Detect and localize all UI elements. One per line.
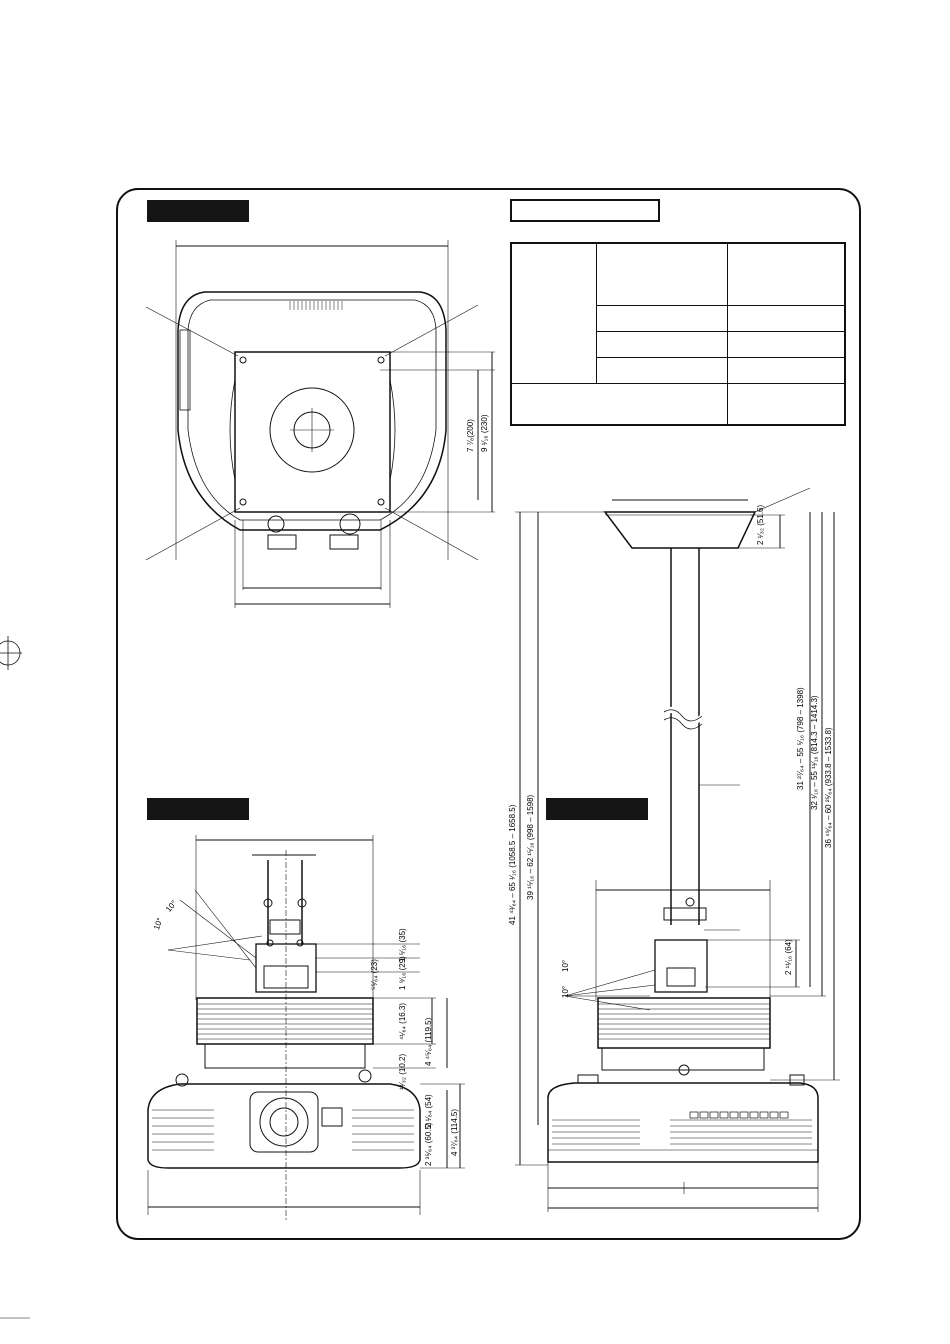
spec-cell: [596, 356, 728, 384]
front-view-drawing: [147, 835, 465, 1220]
dim-front-d5: 4 ⁴⁵⁄₆₄ (119.5): [424, 1017, 433, 1066]
dim-top-height-inner: 7 ⁷⁄₈(200): [466, 419, 475, 452]
dim-range-3: 36 ⁴⁹⁄₆₄ – 60 ²⁵⁄₆₄ (933.8 – 1533.8): [824, 727, 833, 848]
page-frame: [116, 188, 861, 1240]
dim-front-d8: 2 ³⁵⁄₆₄ (60.5): [424, 1122, 433, 1166]
spec-table: [510, 242, 846, 426]
dim-total-2: 39 ¹⁵⁄₁₆ – 62 ¹⁵⁄₁₆ (998 – 1598): [526, 794, 535, 900]
dim-range-2: 32 ¹⁄₁₆ – 55 ¹¹⁄₁₆ (814.3 – 1414.3): [810, 695, 819, 810]
dim-front-d9: 4 ³⁷⁄₆₄ (114.5): [450, 1108, 459, 1156]
dim-front-d6: ¹³⁄₃₂ (10.2): [398, 1053, 407, 1090]
dim-top-height-outer: 9 ¹⁄₁₆ (230): [480, 414, 489, 453]
front-view-label: [147, 798, 249, 820]
dim-range-1: 31 ²⁷⁄₆₄ – 55 ⁵⁄₁₆ (798 – 1398): [796, 687, 805, 790]
dim-total-1: 41 ⁴³⁄₆₄ – 65 ¹⁄₁₆ (1058.5 – 1658.5): [508, 804, 517, 925]
spec-cell: [727, 330, 846, 358]
side-view-label: [546, 798, 648, 820]
registration-mark: [0, 636, 22, 670]
dim-plate-depth: 2 ¹⁄₃₂ (51.6): [756, 504, 765, 545]
dim-side-tilt-a: 10°: [561, 959, 570, 972]
spec-cell: [510, 382, 728, 426]
dim-front-d2: 1 ⁹⁄₁₆ (29): [398, 956, 407, 990]
side-view-drawing: [515, 487, 840, 1212]
dim-side-tilt-b: 10°: [561, 985, 570, 998]
dim-front-d3: ⁵⁵⁄₆₄ (23): [370, 959, 379, 990]
spec-cell: [596, 242, 728, 306]
top-view-drawing: [145, 240, 495, 608]
spec-cell: [727, 356, 846, 384]
dim-bracket: 2 ¹¹⁄₁₆ (64): [784, 939, 793, 975]
dim-front-d4: ⁴¹⁄₆₄ (16.3): [398, 1002, 407, 1040]
spec-cell: [727, 382, 846, 426]
top-view-label: [147, 200, 249, 222]
table-label: [510, 199, 660, 222]
